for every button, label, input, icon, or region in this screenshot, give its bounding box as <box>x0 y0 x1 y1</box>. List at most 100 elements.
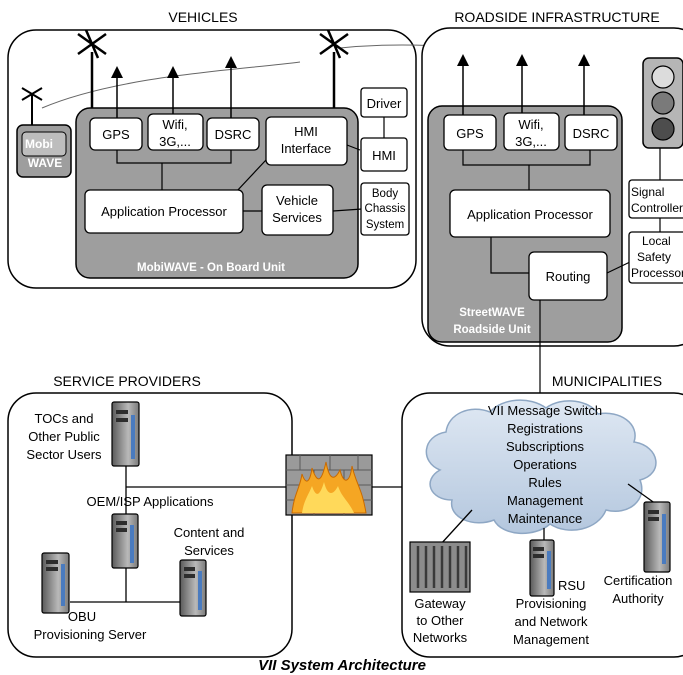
mobiwave-label-line1: Mobi <box>25 137 53 151</box>
content-services-line2: Services <box>184 543 234 558</box>
routing-box <box>528 251 608 301</box>
vehicle-wifi-line1: Wifi, <box>162 117 187 132</box>
section-title-service-providers: SERVICE PROVIDERS <box>53 373 201 389</box>
mobiwave-portable-unit: Mobi WAVE <box>16 124 72 178</box>
signal-controller-line1: Signal <box>631 185 664 199</box>
rsu-prov-line1: RSU <box>558 578 585 593</box>
content-services-line1: Content and <box>174 525 245 540</box>
cloud-line-6: Maintenance <box>508 511 582 526</box>
rsu-prov-line2: Provisioning <box>516 596 587 611</box>
gateway-line3: Networks <box>413 630 468 645</box>
vehicle-app-processor-label: Application Processor <box>101 204 227 219</box>
bus-line <box>346 144 361 151</box>
oem-isp-label: OEM/ISP Applications <box>87 494 214 509</box>
routing-label: Routing <box>546 269 591 284</box>
antenna-icon <box>319 29 349 108</box>
gateway-line1: Gateway <box>414 596 466 611</box>
vehicle-services-line1: Vehicle <box>276 193 318 208</box>
mobiwave-label-line2: WAVE <box>28 156 62 170</box>
server-icon <box>111 401 140 467</box>
obu-label: MobiWAVE - On Board Unit <box>137 262 285 274</box>
cloud-icon <box>425 399 657 535</box>
cloud-line-4: Rules <box>528 475 562 490</box>
vehicle-dsrc-module <box>206 117 260 151</box>
cert-authority-line2: Authority <box>612 591 664 606</box>
network-line <box>439 509 473 546</box>
network-line <box>627 483 657 505</box>
rsu-prov-line4: Management <box>513 632 589 647</box>
hmi-interface-line1: HMI <box>294 124 318 139</box>
body-chassis-line2: Chassis <box>365 203 406 215</box>
signal-controller-line2: Controller <box>631 201 683 215</box>
local-safety-processor-box <box>628 231 683 284</box>
hmi-interface-line2: Interface <box>281 141 332 156</box>
traffic-light-icon <box>642 57 683 149</box>
roadside-dsrc-module <box>564 114 618 151</box>
rsu-label-line2: Roadside Unit <box>453 324 530 336</box>
tocs-line2: Other Public <box>28 429 100 444</box>
obu-server-line1: OBU <box>68 609 96 624</box>
roadside-wifi-module <box>503 112 560 151</box>
hmi-box <box>360 137 408 172</box>
rsu-label-line1: StreetWAVE <box>459 307 525 319</box>
signal-controller-box <box>628 179 683 219</box>
cloud-line-5: Management <box>507 493 583 508</box>
cloud-line-0: VII Message Switch <box>488 403 602 418</box>
body-chassis-line3: System <box>366 219 404 231</box>
service-providers-panel <box>7 392 293 658</box>
section-title-municipalities: MUNICIPALITIES <box>552 373 662 389</box>
safety-line3: Processor <box>631 266 683 280</box>
bus-line <box>490 237 530 274</box>
vehicle-gps-label: GPS <box>102 127 130 142</box>
driver-box <box>360 87 408 118</box>
figure-caption: VII System Architecture <box>258 657 426 674</box>
antenna-icon <box>21 87 43 126</box>
roadside-wifi-line1: Wifi, <box>518 117 543 132</box>
body-chassis-line1: Body <box>372 188 398 200</box>
server-icon <box>643 501 671 573</box>
cloud-line-3: Operations <box>513 457 577 472</box>
section-title-roadside: ROADSIDE INFRASTRUCTURE <box>454 9 659 25</box>
roadside-dsrc-label: DSRC <box>573 126 610 141</box>
antenna-icon <box>77 29 107 110</box>
vehicle-services-module <box>261 184 334 236</box>
driver-label: Driver <box>367 96 402 111</box>
section-title-vehicles: VEHICLES <box>168 9 237 25</box>
vehicle-dsrc-label: DSRC <box>215 127 252 142</box>
server-icon <box>41 552 70 614</box>
vehicle-wifi-module <box>147 113 204 151</box>
gateway-rack-icon <box>409 541 471 593</box>
body-chassis-box <box>360 182 410 236</box>
server-icon <box>529 539 555 597</box>
roadside-app-processor <box>449 189 611 238</box>
tocs-line1: TOCs and <box>34 411 93 426</box>
hmi-label: HMI <box>372 148 396 163</box>
safety-line1: Local <box>642 234 671 248</box>
bus-line <box>462 150 591 166</box>
gateway-line2: to Other <box>417 613 465 628</box>
server-icon <box>179 559 207 617</box>
server-icon <box>111 513 139 569</box>
rsu-prov-line3: and Network <box>515 614 588 629</box>
bus-line <box>235 159 267 193</box>
vehicle-wifi-line2: 3G,... <box>159 134 191 149</box>
roadside-app-processor-label: Application Processor <box>467 207 593 222</box>
tocs-line3: Sector Users <box>26 447 102 462</box>
roadside-wifi-line2: 3G,... <box>515 134 547 149</box>
roadside-gps-module <box>443 114 497 151</box>
bus-line <box>606 261 631 274</box>
safety-line2: Safety <box>637 250 671 264</box>
bus-line <box>332 208 363 212</box>
vehicle-app-processor <box>84 189 244 234</box>
firewall-icon <box>285 454 373 516</box>
vehicle-services-line2: Services <box>272 210 322 225</box>
hmi-interface-module <box>265 116 348 166</box>
cloud-line-2: Subscriptions <box>506 439 585 454</box>
roadside-gps-label: GPS <box>456 126 484 141</box>
cloud-line-1: Registrations <box>507 421 583 436</box>
bus-line <box>116 150 232 164</box>
obu-server-line2: Provisioning Server <box>34 627 147 642</box>
vehicle-gps-module <box>89 117 143 151</box>
cert-authority-line1: Certification <box>604 573 673 588</box>
